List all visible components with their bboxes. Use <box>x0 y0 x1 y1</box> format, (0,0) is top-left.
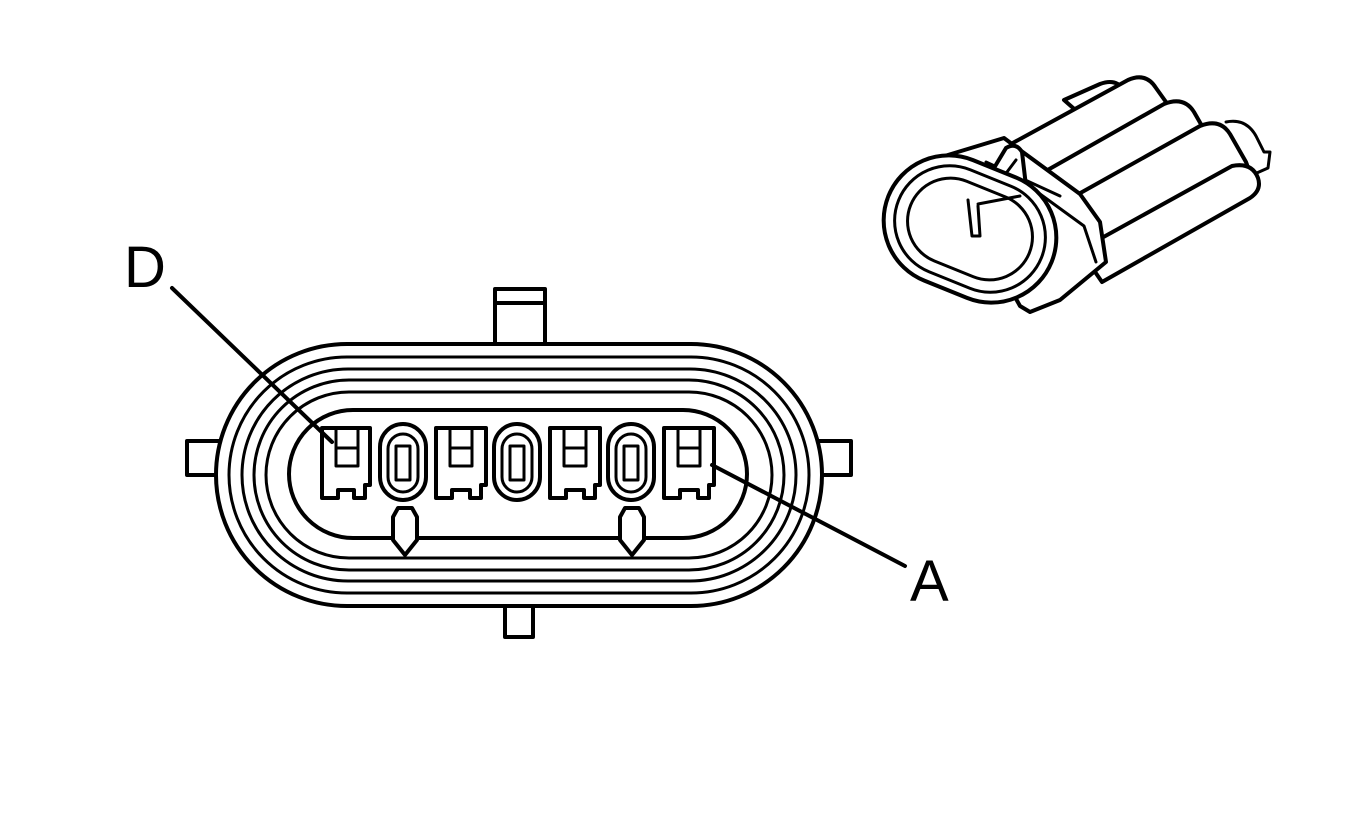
leader-line-d <box>170 286 334 444</box>
pin-label-a: A <box>910 549 949 614</box>
shell-ring-2 <box>240 367 798 583</box>
shell-ring-1 <box>227 355 811 595</box>
pin-label-d: D <box>124 235 166 300</box>
top-tab <box>493 287 547 346</box>
polarization-key-left <box>391 506 419 557</box>
seal-capsule-2 <box>492 422 542 502</box>
terminal-cavity-c <box>434 426 488 500</box>
connector-end-view <box>185 287 853 639</box>
leader-line-a <box>710 463 907 568</box>
polarization-key-right <box>618 506 646 557</box>
seal-capsule-3 <box>606 422 656 502</box>
connector-perspective-view <box>881 75 1272 314</box>
terminal-cavity-d <box>320 426 372 500</box>
terminal-cavity-b <box>548 426 602 500</box>
shell-ring-3 <box>252 378 786 572</box>
shell-ring-4 <box>264 390 774 560</box>
terminal-cavity-a <box>662 426 716 500</box>
shell-inner <box>287 408 749 540</box>
seal-capsule-1 <box>378 422 428 502</box>
